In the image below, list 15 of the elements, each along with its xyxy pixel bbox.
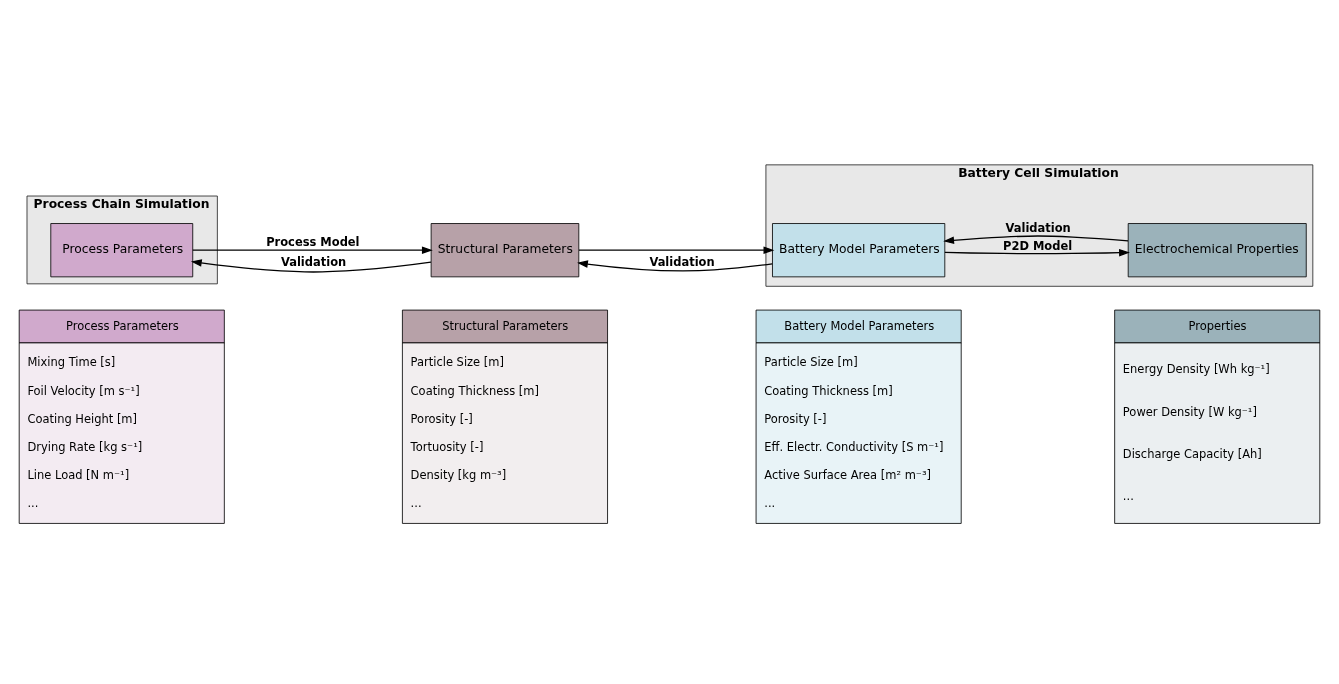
edge-label: Validation: [1005, 220, 1071, 235]
arrow: [944, 248, 1130, 256]
edge-label: P2D Model: [1003, 238, 1073, 253]
arrow: [190, 258, 432, 273]
edge-label: Validation: [649, 254, 715, 269]
edge-label: Process Model: [266, 234, 360, 249]
node-box: Structural Parameters: [430, 222, 580, 277]
node-box: Battery Model Parameters: [772, 222, 946, 277]
edge-label: Validation: [280, 254, 347, 269]
node-box: Process Parameters: [50, 222, 194, 277]
arrow: [578, 245, 775, 254]
arrow: [943, 234, 1129, 244]
arrow: [192, 245, 433, 254]
node-box: Electrochemical Properties: [1127, 222, 1307, 277]
arrow: [577, 259, 773, 272]
